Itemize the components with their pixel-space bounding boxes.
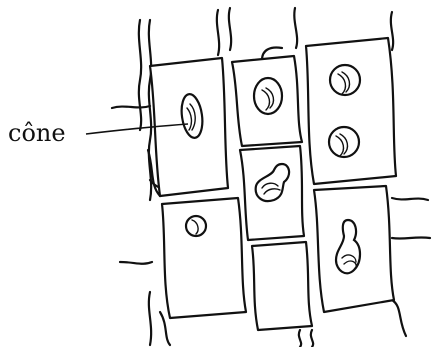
nucleus-right-top-lower (329, 127, 359, 157)
nucleus-right-top-upper (330, 65, 360, 95)
label-cone: cône (8, 119, 66, 147)
nucleus-center-top (254, 78, 282, 114)
nucleus-left-lower (186, 216, 206, 236)
cell-left-lower (162, 198, 246, 318)
cell-right-top (306, 38, 396, 184)
cell-center-bottom (252, 242, 312, 330)
